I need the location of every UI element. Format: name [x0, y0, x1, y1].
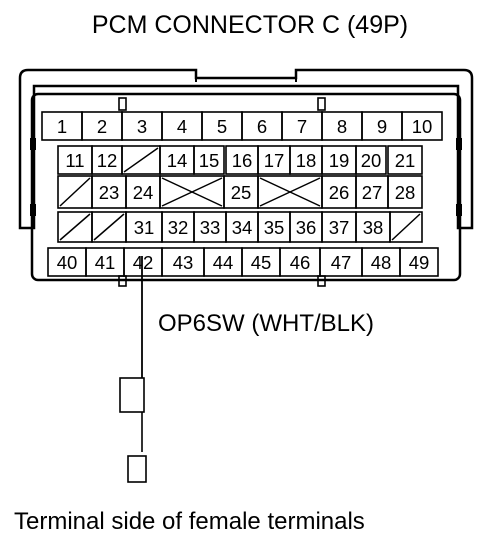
terminal-label-18: 18	[296, 150, 317, 171]
blocked-cavity-cross	[161, 177, 223, 207]
terminal-label-43: 43	[173, 252, 194, 273]
terminal-label-17: 17	[264, 150, 285, 171]
terminal-10	[401, 111, 443, 141]
terminal-tip	[127, 455, 147, 483]
terminal-label-27: 27	[362, 182, 383, 203]
terminal-15	[193, 145, 225, 175]
terminal-empty-r4c11	[389, 211, 423, 243]
terminal-body	[119, 377, 145, 413]
terminal-label-46: 46	[290, 252, 311, 273]
terminal-label-34: 34	[232, 217, 253, 238]
terminal-label-38: 38	[363, 217, 384, 238]
terminal-28	[387, 175, 423, 209]
key-top-left	[118, 97, 127, 111]
diagram-caption: Terminal side of female terminals	[14, 508, 365, 535]
terminal-label-14: 14	[167, 150, 188, 171]
terminal-label-7: 7	[297, 116, 307, 137]
unused-terminal-slash	[123, 147, 159, 173]
terminal-label-49: 49	[409, 252, 430, 273]
unused-terminal-slash	[59, 177, 91, 207]
terminal-label-26: 26	[329, 182, 350, 203]
unused-terminal-slash	[391, 213, 421, 241]
diagram-title: PCM CONNECTOR C (49P)	[92, 11, 408, 39]
terminal-label-19: 19	[329, 150, 350, 171]
key-top-right	[317, 97, 326, 111]
terminal-label-16: 16	[232, 150, 253, 171]
connector-housing	[18, 68, 474, 230]
terminal-label-11: 11	[65, 150, 84, 171]
terminal-label-21: 21	[395, 150, 416, 171]
terminal-label-36: 36	[296, 217, 317, 238]
terminal-label-5: 5	[217, 116, 227, 137]
blocked-cavity-cross	[259, 177, 321, 207]
terminal-label-35: 35	[264, 217, 285, 238]
terminal-label-31: 31	[134, 217, 155, 238]
unused-terminal-slash	[59, 213, 91, 241]
terminal-label-33: 33	[200, 217, 221, 238]
terminal-label-12: 12	[97, 150, 118, 171]
terminal-label-20: 20	[361, 150, 382, 171]
terminal-label-44: 44	[213, 252, 234, 273]
terminal-label-40: 40	[57, 252, 78, 273]
terminal-label-6: 6	[257, 116, 267, 137]
terminal-label-4: 4	[177, 116, 187, 137]
lock-tab-right-bottom	[456, 204, 462, 216]
terminal-label-42: 42	[133, 252, 154, 273]
terminal-label-25: 25	[231, 182, 252, 203]
terminal-label-41: 41	[95, 252, 116, 273]
terminal-label-1: 1	[57, 116, 67, 137]
terminal-label-32: 32	[168, 217, 189, 238]
terminal-label-28: 28	[395, 182, 416, 203]
terminal-label-10: 10	[412, 116, 433, 137]
lock-tab-left-top	[30, 138, 36, 150]
lock-tab-right-top	[456, 138, 462, 150]
terminal-label-9: 9	[377, 116, 387, 137]
lock-tab-left-bottom	[30, 204, 36, 216]
terminal-label-8: 8	[337, 116, 347, 137]
connector-face	[30, 92, 462, 282]
terminal-21	[387, 145, 423, 175]
wire-label: OP6SW (WHT/BLK)	[158, 310, 374, 337]
terminal-label-2: 2	[97, 116, 107, 137]
terminal-label-24: 24	[133, 182, 154, 203]
terminal-label-47: 47	[331, 252, 352, 273]
terminal-label-15: 15	[199, 150, 220, 171]
terminal-label-48: 48	[371, 252, 392, 273]
terminal-49	[399, 247, 439, 277]
terminal-label-23: 23	[99, 182, 120, 203]
terminal-20	[355, 145, 387, 175]
unused-terminal-slash	[93, 213, 125, 241]
terminal-label-3: 3	[137, 116, 147, 137]
terminal-label-45: 45	[251, 252, 272, 273]
terminal-label-37: 37	[329, 217, 350, 238]
